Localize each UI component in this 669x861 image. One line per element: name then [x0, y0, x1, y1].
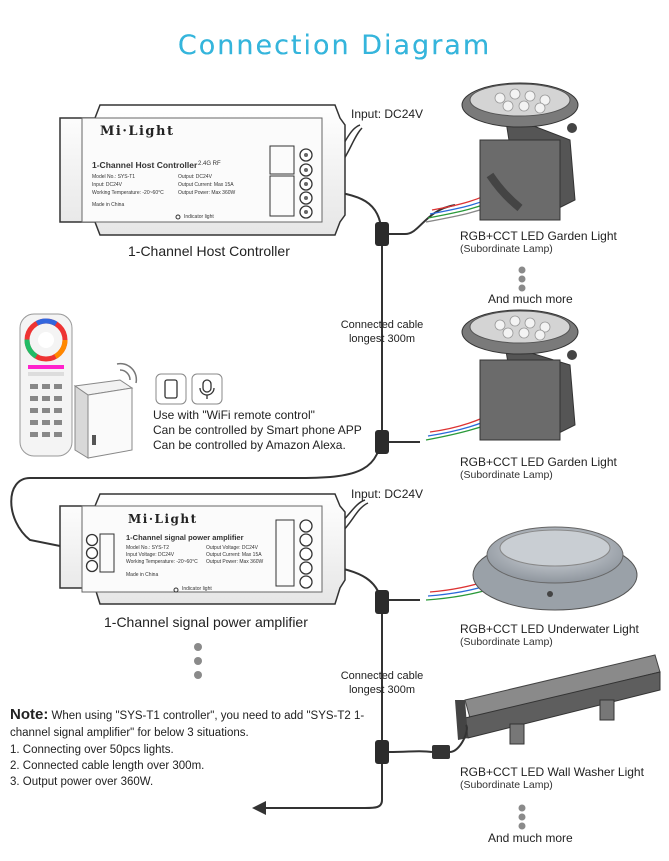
controller-brand: Mi·Light — [100, 124, 175, 139]
controller-name: 1-Channel Host Controller — [92, 160, 198, 170]
wall-washer-icon — [432, 654, 661, 759]
page-title: Connection Diagram — [0, 30, 669, 61]
controller-freq: 2.4G RF — [198, 161, 221, 167]
lamp-label: RGB+CCT LED Wall Washer Light (Subordina… — [460, 765, 644, 791]
microphone-icon — [191, 373, 223, 405]
amplifier-indicator: Indicator light — [182, 586, 212, 592]
controller-input: Input: DC24V — [92, 182, 123, 188]
cable-label-top: Connected cable longest 300m — [330, 318, 434, 346]
and-much-more-bottom: And much more — [488, 831, 573, 845]
cable-connector — [375, 740, 433, 764]
amplifier-caption: 1-Channel signal power amplifier — [104, 614, 308, 630]
amplifier-brand: Mi·Light — [128, 512, 198, 526]
input-label-mid: Input: DC24V — [351, 487, 424, 501]
continuation-dots — [194, 266, 526, 830]
lamp-label: RGB+CCT LED Underwater Light (Subordinat… — [460, 622, 639, 648]
cable-label-line: Connected cable — [340, 670, 424, 682]
underwater-light-icon — [472, 526, 638, 611]
wifi-line: Can be controlled by Smart phone APP — [153, 423, 362, 437]
phone-icon — [155, 373, 187, 405]
controller-output-current: Output Current: Max 15A — [178, 182, 234, 188]
lamp-sub: (Subordinate Lamp) — [460, 469, 553, 481]
amplifier-input: Input Voltage: DC24V — [126, 552, 175, 558]
amplifier-device — [59, 493, 346, 605]
note-block: Note: When using "SYS-T1 controller", yo… — [10, 706, 380, 742]
cable-label-bottom: Connected cable longest 300m — [330, 669, 434, 697]
list-item: 2. Connected cable length over 300m. — [10, 760, 205, 772]
host-controller-device — [59, 104, 346, 236]
amplifier-temp: Working Temperature: -20~60°C — [126, 559, 198, 565]
controller-temp: Working Temperature: -20~60°C — [92, 190, 164, 196]
remote-control-icon — [19, 313, 73, 457]
lamp-name: RGB+CCT LED Garden Light — [460, 229, 617, 243]
wifi-info: Use with "WiFi remote control" Can be co… — [153, 408, 362, 453]
controller-made-in: Made in China — [92, 202, 125, 208]
controller-output-power: Output Power: Max 360W — [178, 190, 236, 196]
wifi-box-icon — [73, 362, 138, 459]
lamp-name: RGB+CCT LED Wall Washer Light — [460, 765, 644, 779]
cable-label-line: Connected cable — [340, 319, 424, 331]
controller-caption: 1-Channel Host Controller — [128, 243, 290, 259]
amplifier-name: 1-Channel signal power amplifier — [126, 533, 244, 542]
lamp-label: RGB+CCT LED Garden Light (Subordinate La… — [460, 229, 617, 255]
main-cable — [10, 189, 383, 549]
lamp-name: RGB+CCT LED Garden Light — [460, 455, 617, 469]
note-text: When using "SYS-T1 controller", you need… — [10, 710, 365, 739]
and-much-more-top: And much more — [488, 292, 573, 306]
garden-light-icon — [461, 309, 579, 441]
list-item: 3. Output power over 360W. — [10, 776, 154, 788]
amplifier-output-power: Output Power: Max 360W — [206, 559, 264, 565]
controller-indicator: Indicator light — [184, 214, 214, 220]
input-label-top: Input: DC24V — [351, 107, 424, 121]
lamp-label: RGB+CCT LED Garden Light (Subordinate La… — [460, 455, 617, 481]
cable-label-line: longest 300m — [348, 684, 416, 696]
lamp-sub: (Subordinate Lamp) — [460, 243, 553, 255]
list-item: 1. Connecting over 50pcs lights. — [10, 744, 174, 756]
controller-output-voltage: Output: DC24V — [178, 174, 212, 180]
amplifier-output-voltage: Output Voltage: DC24V — [206, 545, 258, 551]
lamp-sub: (Subordinate Lamp) — [460, 779, 553, 791]
note-label: Note: — [10, 706, 49, 723]
amplifier-model: Model No.: SYS-T2 — [126, 545, 170, 551]
wifi-line: Can be controlled by Amazon Alexa. — [153, 438, 346, 452]
note-list: 1. Connecting over 50pcs lights. 2. Conn… — [10, 742, 204, 790]
amplifier-output-current: Output Current: Max 15A — [206, 552, 262, 558]
cable-label-line: longest 300m — [348, 333, 416, 345]
cable-connector — [375, 430, 420, 454]
controller-model: Model No.: SYS-T1 — [92, 174, 136, 180]
lamp-name: RGB+CCT LED Underwater Light — [460, 622, 639, 636]
amplifier-made-in: Made in China — [126, 572, 159, 578]
cable-connector — [375, 590, 420, 614]
garden-light-icon — [461, 82, 579, 221]
lamp-sub: (Subordinate Lamp) — [460, 636, 553, 648]
wifi-line: Use with "WiFi remote control" — [153, 408, 315, 422]
arrow-head — [252, 801, 266, 815]
